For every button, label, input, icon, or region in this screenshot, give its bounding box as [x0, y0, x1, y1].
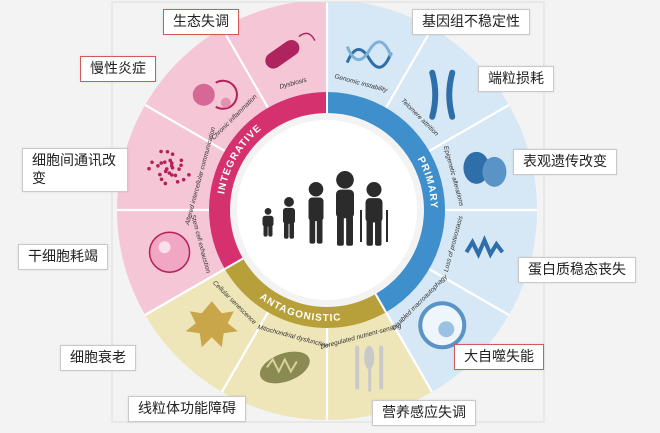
sector-primary — [327, 2, 537, 392]
ring-antagonistic — [224, 258, 386, 328]
aging-people-icon — [262, 171, 388, 246]
callout-genomic-instability: 基因组不稳定性 — [412, 9, 530, 35]
callout-epigenetic-alterations: 表观遗传改变 — [513, 149, 617, 175]
callout-disabled-macroautophagy: 大自噬失能 — [454, 344, 544, 370]
stem-cell-icon — [148, 231, 191, 273]
nucleosome-icon — [463, 151, 507, 187]
wedge-divider — [385, 27, 433, 109]
bacterium-icon — [265, 32, 316, 69]
cutlery-icon — [355, 345, 384, 392]
ring-integrative — [209, 92, 327, 269]
wedge-divider — [428, 104, 510, 152]
callout-chronic-inflammation: 慢性炎症 — [80, 56, 156, 82]
callout-altered-communication: 细胞间通讯改变 — [22, 148, 128, 192]
callout-mitochondrial-dysfunction: 线粒体功能障碍 — [128, 396, 246, 422]
wedge-divider — [221, 27, 269, 109]
ring-primary — [327, 92, 446, 313]
callout-cellular-senescence: 细胞衰老 — [60, 345, 136, 371]
wedge-divider — [144, 104, 226, 152]
vesicle-icon — [418, 301, 467, 350]
chromosome-icon — [429, 69, 456, 120]
dna-icon — [345, 40, 393, 69]
callout-nutrient-sensing: 营养感应失调 — [372, 400, 476, 426]
diagram-frame — [111, 1, 545, 423]
sector-antagonistic — [145, 269, 433, 420]
wedge-divider — [144, 268, 226, 316]
center-hub — [237, 120, 417, 300]
leaf-icon — [185, 301, 238, 348]
wedge-divider — [428, 268, 510, 316]
callout-telomere-attrition: 端粒损耗 — [478, 66, 554, 92]
callout-stem-cell-exhaustion: 干细胞耗竭 — [18, 244, 108, 270]
protein-icon — [464, 235, 505, 259]
callout-dysbiosis: 生态失调 — [163, 9, 239, 35]
wedge-divider — [385, 311, 433, 393]
dot-cluster-icon — [147, 149, 191, 186]
immune-cell-icon — [192, 79, 238, 110]
wedge-divider — [221, 311, 269, 393]
callout-loss-of-proteostasis: 蛋白质稳态丧失 — [518, 257, 636, 283]
mitochondrion-icon — [259, 351, 310, 384]
